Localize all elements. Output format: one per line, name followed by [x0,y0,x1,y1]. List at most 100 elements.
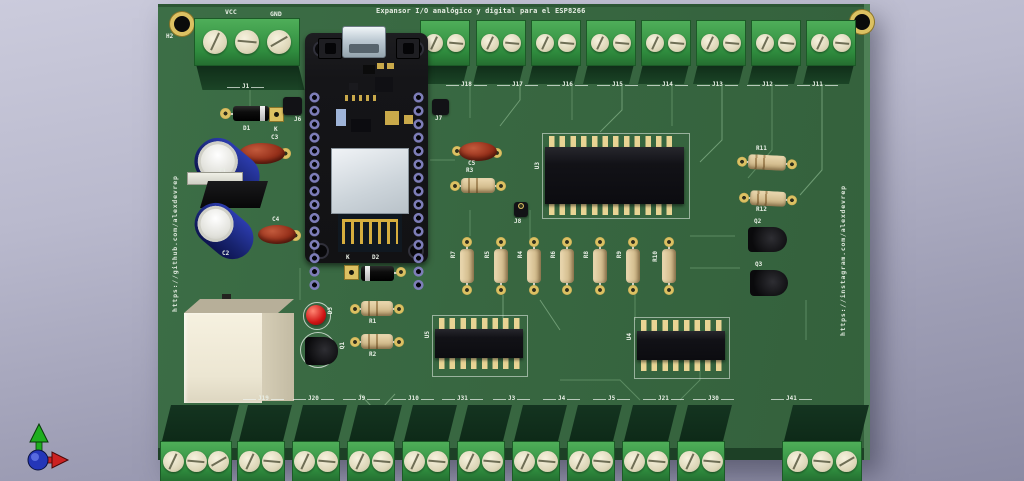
solder-pad [664,285,674,295]
terminal-face [457,441,505,481]
terminal-body [459,405,512,441]
ic-pins [641,360,723,371]
ic-pins [439,318,521,329]
terminal-body [748,64,799,84]
cathode-band [365,266,370,281]
resistor-body [527,249,541,283]
ic-pins [641,320,723,331]
terminal-face [194,18,300,66]
screw [701,34,719,52]
terminal-label: J18 [446,81,487,88]
screw [481,451,503,472]
component-label: R1 [369,318,377,325]
silkscreen-link-instagram: https://instagram.com/alexdevrep [839,185,847,336]
component-label: R10 [652,251,659,262]
solder-pad [350,337,360,347]
component-label: R9 [616,251,623,259]
terminal-block-j41 [782,405,869,481]
component-j6 [283,97,302,115]
relay-nub [222,294,231,300]
led-d3 [306,305,326,325]
cathode-pad [344,265,359,280]
screw [756,34,774,52]
y-axis-arrow-head [29,422,49,443]
screw [162,451,184,472]
screw [404,451,426,472]
screw [447,34,465,52]
screw [371,451,393,472]
terminal-label: J20 [293,395,334,402]
transistor-q1 [305,337,338,365]
resistor-body [461,178,495,193]
terminal-label: J21 [643,395,684,402]
terminal-face [531,20,581,66]
smd-component [387,63,394,69]
component-label: C3 [271,134,279,141]
solder-pad [562,285,572,295]
solder-pad [628,237,638,247]
component-label: Q1 [339,342,346,350]
terminal-face [567,441,615,481]
smd-component [377,63,384,69]
screw [514,451,536,472]
screw [591,451,613,472]
solder-pad [595,237,605,247]
pin-label-gnd: GND [270,10,282,18]
resistor-r11 [736,152,798,173]
component-label: Q3 [755,261,763,268]
screw [778,34,796,52]
screw [833,34,851,52]
flash-button [318,38,342,59]
solder-pad [280,148,291,159]
resistor: R9 [616,237,641,295]
capacitor-c4 [258,225,296,244]
solder-pad [518,203,524,209]
ic-u4 [637,331,725,360]
smd-component [404,115,413,124]
micro-usb-port [342,26,386,58]
terminal-face [476,20,526,66]
pin-header-right [412,91,425,293]
terminal-face [677,441,725,481]
component-label: C1 [219,169,226,175]
component-label: U4 [626,333,633,341]
solder-pad [394,337,404,347]
screw [679,451,701,472]
terminal-face [751,20,801,66]
smd-component [336,109,346,126]
screw [811,34,829,52]
terminal-label: J19 [243,395,284,402]
resistor-body [361,334,393,349]
terminal-block-j1 [194,18,305,92]
terminal-body [239,405,292,441]
component-label: C4 [272,216,280,223]
component-label: R2 [369,351,377,358]
screw [536,34,554,52]
ic-pins [549,204,677,215]
terminal-block-j14 [638,20,691,86]
diode-d2 [361,266,394,281]
terminal-block-j13 [693,20,746,86]
ic-outline [634,317,730,379]
relay-side-face [262,313,294,401]
terminal-face [512,441,560,481]
cathode-band [260,106,265,121]
terminal-body [679,405,732,441]
ic-u3 [545,147,684,204]
antenna-trace [342,219,398,222]
terminal-body [569,405,622,441]
terminal-body [294,405,347,441]
screw [836,451,858,472]
axis-gizmo[interactable] [14,420,72,478]
terminal-label-j1: J1 [226,83,265,90]
solder-pad [220,108,231,119]
component-label: R6 [550,251,557,259]
screw [261,451,283,472]
cathode-pad [269,107,284,122]
silkscreen-link-github: https://github.com/alexdevrep [171,175,179,312]
ic-pins [549,136,677,147]
solder-pad [628,285,638,295]
resistor-body [560,249,574,283]
resistor: R6 [550,237,575,295]
